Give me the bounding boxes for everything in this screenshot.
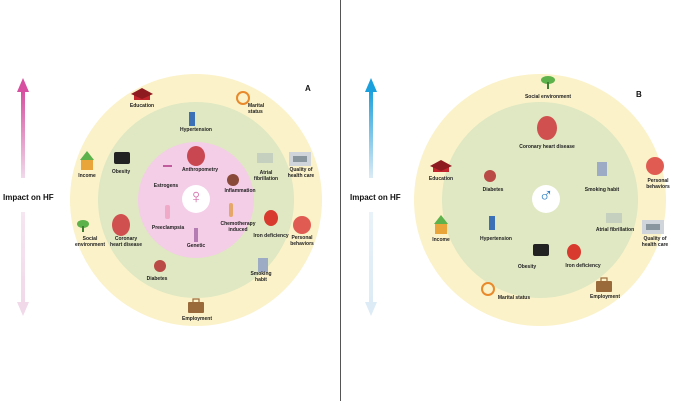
diabetes-icon (154, 260, 166, 272)
label-education: Education (428, 176, 454, 182)
impact-axis-label: Impact on HF (350, 193, 401, 202)
label-atrial-fibrillation: Atrial fibrillation (253, 170, 279, 182)
label-chemotherapy: Chemotherapy induced (220, 221, 256, 233)
panel-b-graphic (365, 74, 666, 326)
label-employment: Employment (589, 294, 620, 300)
label-estrogens: Estrogens (153, 183, 179, 189)
label-inflammation: Inflammation (224, 188, 256, 194)
label-preeclampsia: Preeclampsia (151, 225, 185, 231)
education-icon (430, 160, 452, 172)
inflammation-icon (227, 174, 239, 186)
label-genetic: Genetic (186, 243, 206, 249)
impact-arrowhead-down (17, 302, 29, 316)
label-marital-status: Marital status (497, 295, 531, 301)
briefcase-icon (596, 277, 612, 292)
label-income: Income (78, 173, 96, 179)
label-obesity: Obesity (517, 264, 537, 270)
label-iron-deficiency: Iron deficiency (253, 233, 289, 239)
hospital-icon (289, 152, 311, 166)
label-personal-behaviors: Personal behaviors (646, 178, 670, 190)
label-employment: Employment (181, 316, 212, 322)
label-diabetes: Diabetes (146, 276, 168, 282)
syringe-icon (189, 112, 195, 126)
label-obesity: Obesity (111, 169, 131, 175)
label-atrial-fibrillation: Atrial fibrillation (595, 227, 635, 233)
preeclampsia-icon (165, 205, 170, 219)
panel-men: Impact on HF B ♂ Coronary heart disease … (342, 0, 676, 401)
panel-letter: B (636, 90, 642, 99)
chemotherapy-icon (229, 203, 233, 217)
center-male-symbol: ♂ (538, 185, 554, 207)
label-coronary: Coronary heart disease (519, 144, 575, 150)
label-smoking-habit: Smoking habit (584, 187, 620, 193)
label-quality-health-care: Quality of health care (641, 236, 669, 248)
label-income: Income (432, 237, 450, 243)
anthropometry-heart-icon (187, 146, 205, 166)
heart-icon (112, 214, 130, 236)
label-marital-status: Marital status (248, 103, 265, 115)
blood-cell-icon (264, 210, 278, 226)
syringe-icon (489, 216, 495, 230)
impact-arrowhead-up (365, 78, 377, 92)
panel-women: Impact on HF A ♀ Anthropometry Estrogens… (3, 74, 322, 326)
plant-icon (77, 220, 89, 232)
label-personal-behaviors: Personal behaviors (290, 235, 314, 247)
blood-cell-icon (567, 244, 581, 260)
panel-letter: A (305, 84, 311, 93)
impact-arrowhead-up (17, 78, 29, 92)
label-diabetes: Diabetes (482, 187, 504, 193)
briefcase-icon (188, 298, 204, 313)
label-coronary: Coronary heart disease (110, 236, 142, 248)
label-social-environment: Social environment (74, 236, 105, 248)
impact-arrow-up (21, 90, 25, 178)
label-quality-health-care: Quality of health care (287, 167, 315, 179)
impact-arrowhead-down (365, 302, 377, 316)
ring-icon (236, 91, 250, 105)
center-disc (532, 185, 560, 213)
impact-arrow-down (369, 212, 373, 302)
label-social-environment: Social environment (524, 94, 572, 100)
genetic-icon (194, 228, 198, 242)
center-female-symbol: ♀ (188, 186, 204, 208)
diabetes-icon (484, 170, 496, 182)
income-icon (434, 215, 448, 234)
label-anthropometry: Anthropometry (181, 167, 219, 173)
scale-icon (533, 244, 549, 256)
behaviors-icon (293, 216, 311, 234)
scale-icon (114, 152, 130, 164)
label-smoking-habit: Smoking habit (250, 271, 272, 283)
plant-icon (541, 76, 555, 89)
label-hypertension: Hypertension (480, 236, 512, 242)
heartbeat-icon (606, 213, 622, 223)
hospital-icon (642, 220, 664, 234)
education-icon (131, 88, 153, 100)
panel-a-graphic (17, 74, 322, 326)
label-hypertension: Hypertension (180, 127, 212, 133)
cigarette-icon (258, 258, 268, 272)
impact-arrow-up (369, 90, 373, 178)
cigarette-icon (597, 162, 607, 176)
panel-divider (340, 0, 341, 401)
impact-axis-label: Impact on HF (3, 193, 54, 202)
impact-arrow-down (21, 212, 25, 302)
behaviors-icon (646, 157, 664, 175)
ring-icon (481, 282, 495, 296)
heart-icon (537, 116, 557, 140)
center-disc (182, 185, 210, 213)
income-icon (80, 151, 94, 170)
heartbeat-icon (257, 153, 273, 163)
label-education: Education (129, 103, 155, 109)
label-iron-deficiency: Iron deficiency (565, 263, 601, 269)
